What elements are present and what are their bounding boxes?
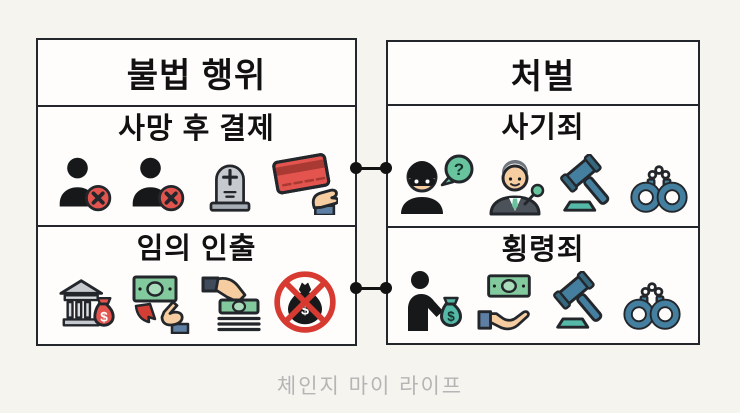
row-title: 사망 후 결제 bbox=[118, 113, 275, 145]
hand-offering-cash-icon bbox=[477, 274, 531, 331]
suited-man-icon bbox=[489, 158, 545, 216]
punishment-header: 처벌 bbox=[388, 42, 698, 106]
gavel-icon bbox=[559, 154, 619, 216]
handcuffs-icon bbox=[620, 273, 684, 333]
tombstone-icon bbox=[209, 164, 251, 212]
icon-strip bbox=[395, 152, 691, 216]
connector-dot bbox=[380, 282, 392, 294]
deceased-user-icon bbox=[57, 155, 112, 212]
row-embezzlement: 횡령죄 bbox=[388, 228, 698, 343]
row-title: 사기죄 bbox=[501, 112, 585, 144]
icon-strip bbox=[56, 268, 338, 334]
illegal-acts-header: 불법 행위 bbox=[38, 40, 355, 107]
icon-strip bbox=[55, 149, 338, 215]
row-fraud: 사기죄 bbox=[388, 106, 698, 228]
icon-strip bbox=[402, 269, 684, 333]
hand-taking-cash-icon bbox=[200, 276, 261, 332]
card-payment-hand-icon bbox=[272, 152, 338, 215]
row-title: 횡령죄 bbox=[501, 234, 585, 266]
cash-decrease-hand-icon bbox=[132, 275, 189, 334]
row-payment-after-death: 사망 후 결제 bbox=[38, 107, 355, 227]
connector-line-top bbox=[356, 166, 386, 170]
connector-dot bbox=[350, 162, 362, 174]
masked-fraudster-icon bbox=[399, 154, 474, 216]
connector-dot bbox=[380, 162, 392, 174]
row-arbitrary-withdrawal: 임의 인출 bbox=[38, 227, 355, 344]
connector-dot bbox=[350, 282, 362, 294]
row-title: 임의 인출 bbox=[136, 233, 257, 265]
silhouette-with-money-bag-icon bbox=[406, 269, 462, 333]
connector-line-bottom bbox=[356, 286, 386, 290]
bank-money-bag-icon bbox=[58, 279, 115, 327]
illegal-acts-table: 불법 행위 사망 후 결제 임의 인출 bbox=[36, 38, 357, 346]
no-money-bag-icon bbox=[272, 268, 338, 334]
deceased-user-icon bbox=[130, 155, 185, 212]
footer-credit: 체인지 마이 라이프 bbox=[276, 375, 464, 398]
gavel-icon bbox=[552, 271, 612, 333]
handcuffs-icon bbox=[627, 156, 691, 216]
punishment-table: 처벌 사기죄 횡령죄 bbox=[386, 40, 700, 345]
